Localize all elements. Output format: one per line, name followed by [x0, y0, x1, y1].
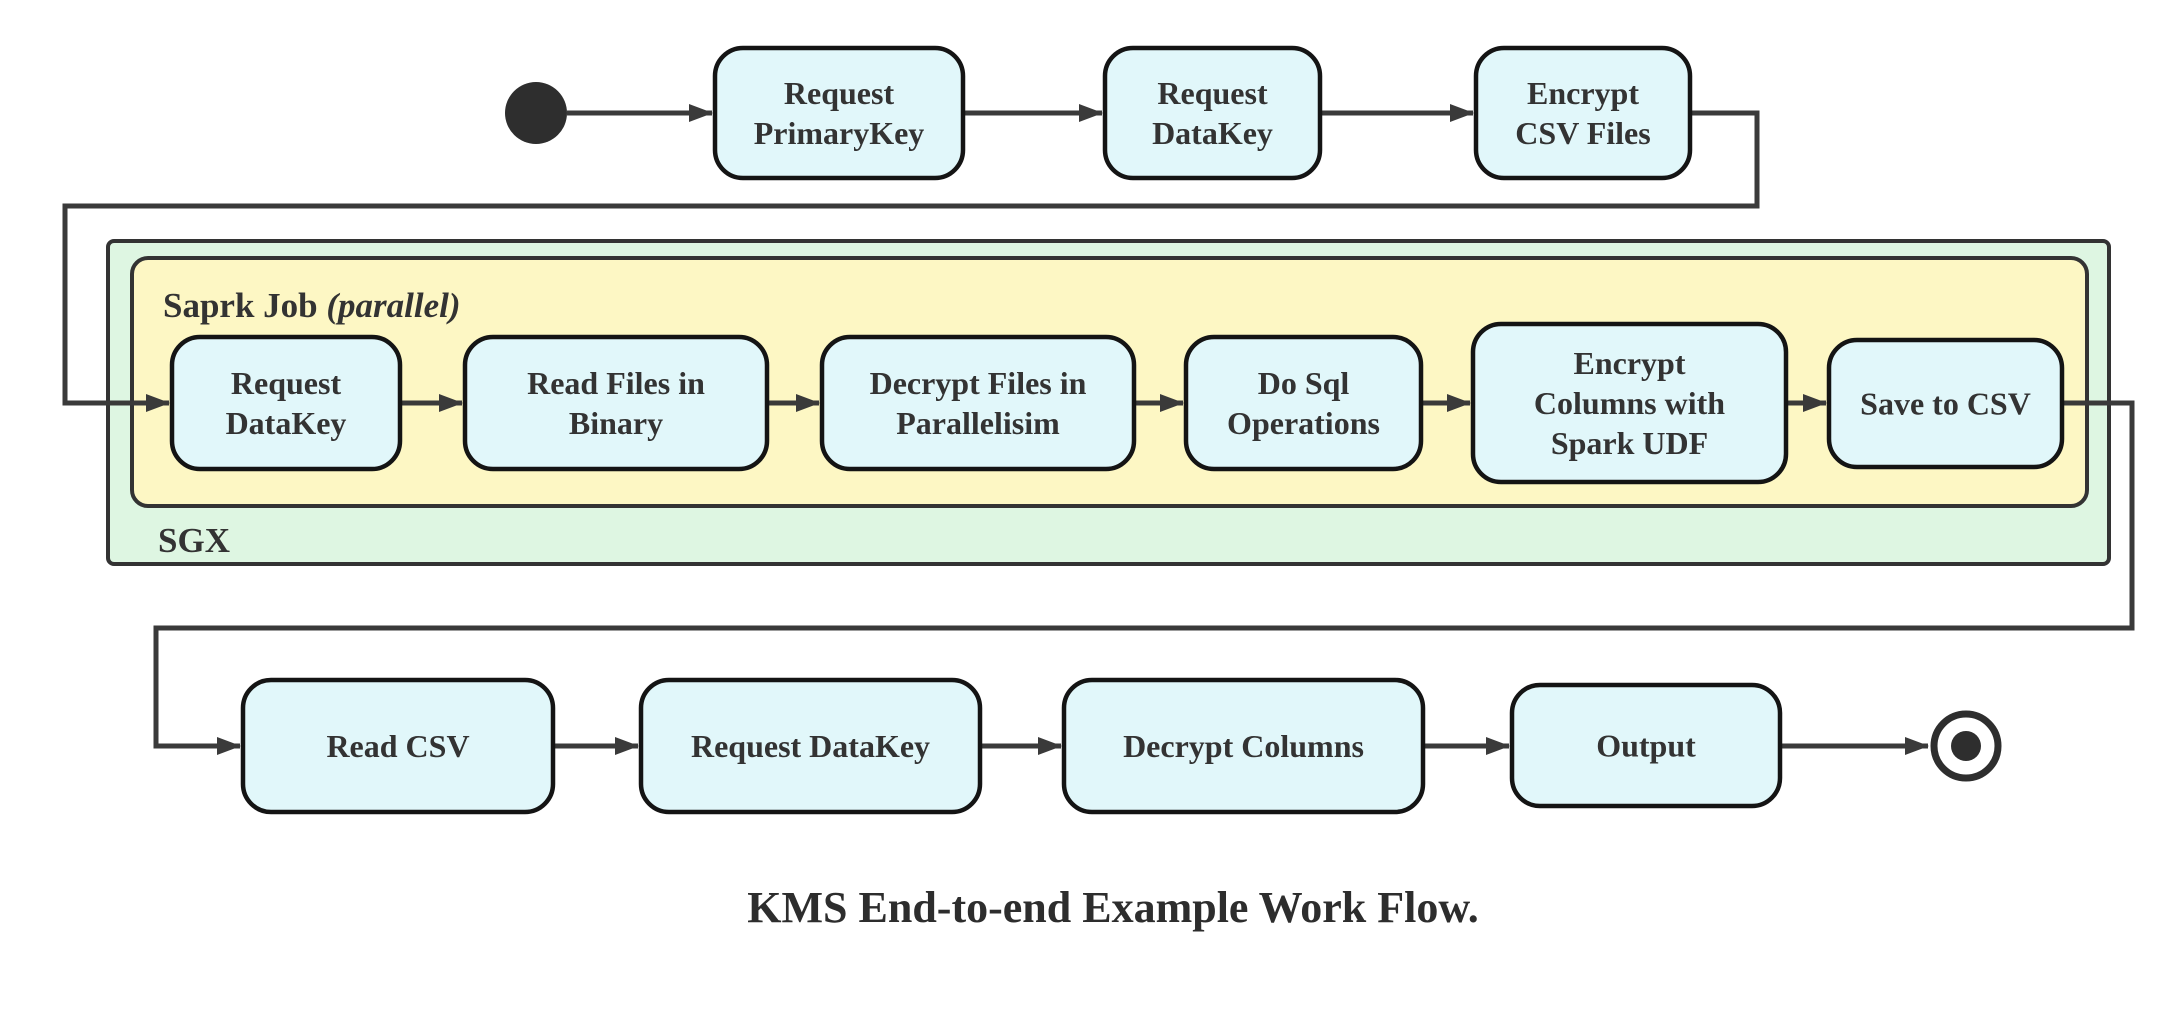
edge-layer	[62, 104, 2135, 755]
node-output-box	[1509, 682, 1783, 809]
node-read-csv-label: Read CSV	[326, 728, 469, 764]
node-read-files-in-binary-box	[462, 334, 770, 472]
container-spark-job-label: Saprk Job (parallel)	[163, 286, 461, 325]
node-request-datakey-sgx-box	[169, 334, 403, 472]
node-decrypt-columns-box	[1061, 677, 1426, 815]
node-request-datakey-bottom-label: Request DataKey	[691, 728, 930, 764]
node-read-csv: Read CSV	[240, 677, 556, 815]
node-decrypt-columns: Decrypt Columns	[1061, 677, 1426, 815]
diagram-caption: KMS End-to-end Example Work Flow.	[747, 883, 1478, 932]
node-save-to-csv-label: Save to CSV	[1860, 386, 2031, 422]
node-encrypt-csv-files-box	[1473, 45, 1693, 181]
start-state-icon	[505, 82, 567, 144]
node-request-datakey-bottom-box	[638, 677, 983, 815]
node-request-primarykey-box	[712, 45, 966, 181]
edge-save-csv-to-read-csv	[153, 400, 2135, 755]
container-sgx-label: SGX	[158, 521, 230, 560]
node-encrypt-columns-with-spark-udf-box	[1470, 321, 1789, 485]
edge-encrypt-csv-to-sgx-request-datakey	[62, 110, 1760, 412]
node-request-datakey-top-box	[1102, 45, 1323, 181]
node-decrypt-columns-label: Decrypt Columns	[1123, 728, 1364, 764]
node-save-to-csv-box	[1826, 337, 2065, 470]
node-save-to-csv: Save to CSV	[1826, 337, 2065, 470]
node-decrypt-files-in-parallelisim-box	[819, 334, 1137, 472]
node-output-label: Output	[1596, 728, 1696, 764]
node-do-sql-operations-box	[1183, 334, 1424, 472]
node-output: Output	[1509, 682, 1783, 809]
node-request-datakey-bottom: Request DataKey	[638, 677, 983, 815]
end-state-dot-icon	[1951, 731, 1981, 761]
node-read-csv-box	[240, 677, 556, 815]
